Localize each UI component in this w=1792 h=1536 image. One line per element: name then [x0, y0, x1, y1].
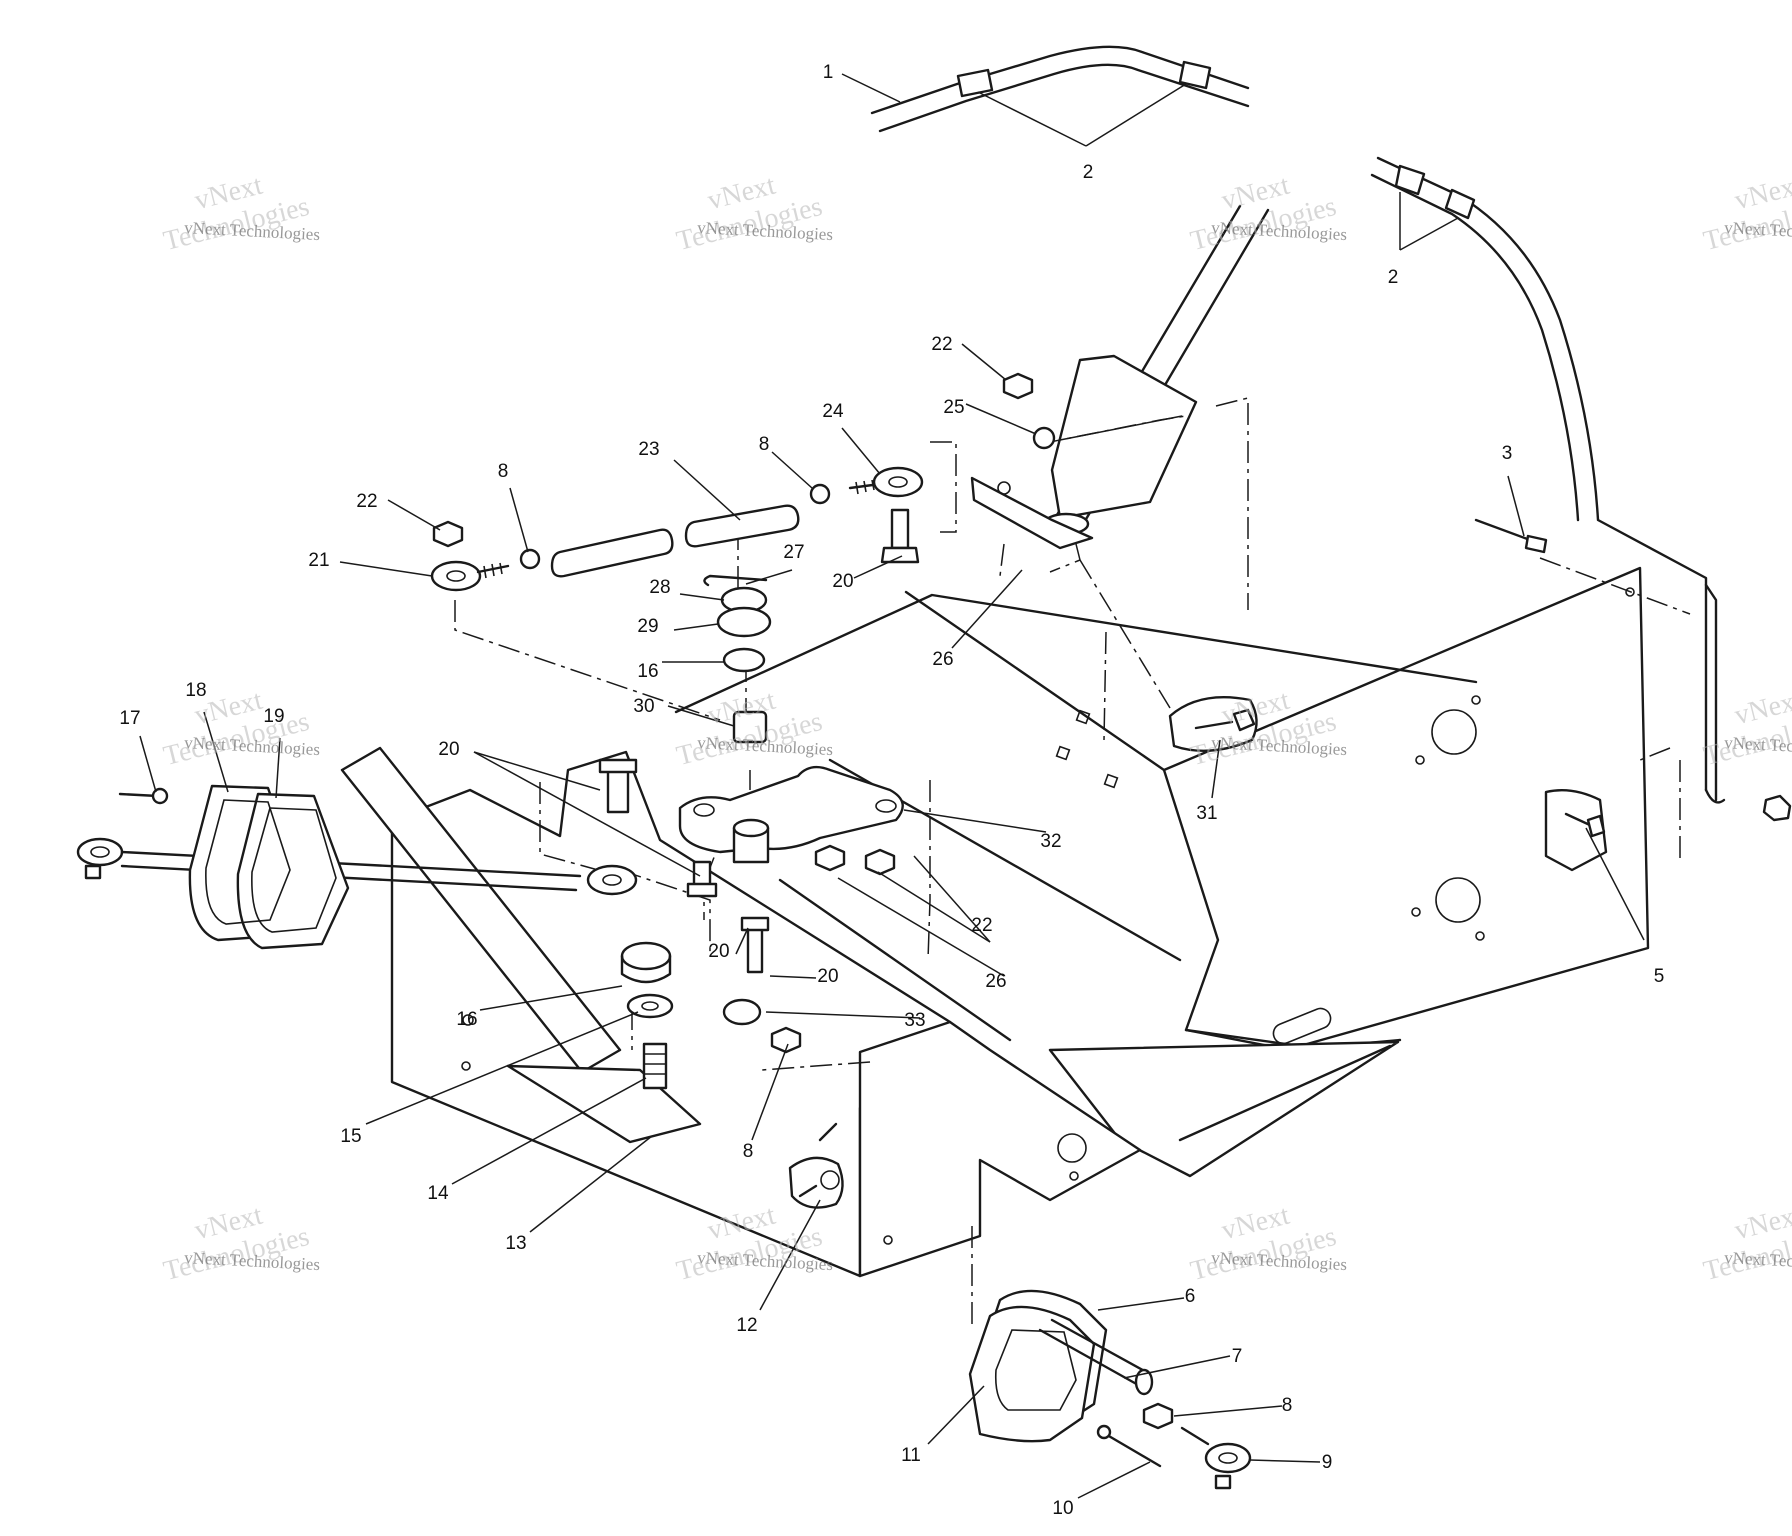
lower-mount-hardware — [620, 916, 802, 1090]
callout-31: 31 — [1196, 803, 1217, 824]
callout-27: 27 — [783, 542, 804, 563]
callout-3: 3 — [1502, 443, 1513, 464]
callout-15: 15 — [340, 1126, 361, 1147]
callout-8: 8 — [743, 1141, 754, 1162]
callout-8: 8 — [759, 434, 770, 455]
callout-10: 10 — [1052, 1498, 1073, 1519]
callout-33: 33 — [904, 1010, 925, 1031]
callout-20: 20 — [817, 966, 838, 987]
callout-20: 20 — [708, 941, 729, 962]
callout-5: 5 — [1654, 966, 1665, 987]
callout-20: 20 — [832, 571, 853, 592]
callout-19: 19 — [263, 706, 284, 727]
callout-11: 11 — [901, 1445, 921, 1466]
callout-26: 26 — [985, 971, 1006, 992]
callout-12: 12 — [736, 1315, 757, 1336]
callout-8: 8 — [498, 461, 509, 482]
steering-arm-plate — [598, 758, 904, 898]
tie-rod-assembly — [430, 372, 1056, 744]
callout-13: 13 — [505, 1233, 526, 1254]
callout-6: 6 — [1185, 1286, 1196, 1307]
callout-25: 25 — [943, 397, 964, 418]
callout-32: 32 — [1040, 831, 1061, 852]
callout-2: 2 — [1083, 162, 1094, 183]
callout-24: 24 — [822, 401, 844, 422]
callout-22: 22 — [971, 915, 992, 936]
callout-18: 18 — [185, 680, 206, 701]
callout-26: 26 — [932, 649, 953, 670]
leader-lines — [139, 73, 1645, 1499]
callout-1: 1 — [823, 62, 834, 83]
callout-29: 29 — [637, 616, 658, 637]
steering-column — [970, 204, 1270, 550]
callout-22: 22 — [356, 491, 377, 512]
callout-17: 17 — [119, 708, 140, 729]
callout-21: 21 — [308, 550, 329, 571]
callout-14: 14 — [427, 1183, 449, 1204]
callout-23: 23 — [638, 439, 659, 460]
handlebar-tube — [870, 45, 1250, 133]
callout-16: 16 — [637, 661, 658, 682]
callout-9: 9 — [1322, 1452, 1333, 1473]
callout-7: 7 — [1232, 1346, 1243, 1367]
callout-8: 8 — [1282, 1395, 1293, 1416]
callout-30: 30 — [633, 696, 654, 717]
frame-body — [340, 566, 1650, 1278]
callout-16: 16 — [456, 1009, 477, 1030]
front-bracket-hardware — [788, 518, 1792, 1490]
callout-labels: 1223567891011121314151616171819202020202… — [119, 62, 1664, 1519]
right-handlebar — [1370, 156, 1726, 804]
callout-22: 22 — [931, 334, 952, 355]
callout-2: 2 — [1388, 267, 1399, 288]
left-tie-rod-boot — [76, 784, 638, 950]
callout-28: 28 — [649, 577, 670, 598]
callout-20: 20 — [438, 739, 459, 760]
